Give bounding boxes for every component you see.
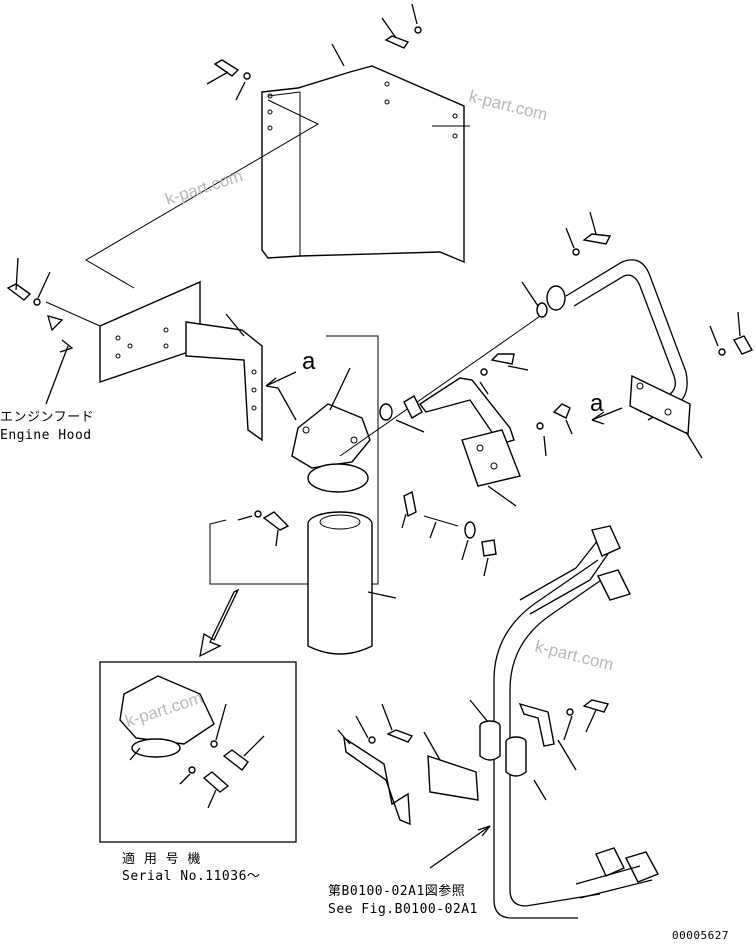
serial-label-en: Serial No.11036～ [122,869,261,884]
engine-hood-bracket [99,280,263,442]
shield-plate [261,65,465,264]
view-marker-a-left: a [302,348,316,375]
filter-head [291,403,371,493]
see-fig-label-en: See Fig.B0100-02A1 [328,902,478,917]
see-fig-label-jp: 第B0100-02A1図参照 [328,884,466,899]
clamps [343,702,555,826]
hose-assembly [493,525,659,919]
bolt-top-right [384,26,422,49]
pipe [546,259,688,421]
serial-label-jp: 適 用 号 機 [122,852,201,867]
view-marker-a-right: a [590,390,604,417]
filter-cartridge [307,511,373,655]
doc-number: 00005627 [672,929,729,942]
bolt-top-left [213,59,251,80]
engine-hood-label-jp: エンジンフード [0,410,95,425]
engine-hood-label-en: Engine Hood [0,428,92,443]
detail-view-box [99,661,297,843]
